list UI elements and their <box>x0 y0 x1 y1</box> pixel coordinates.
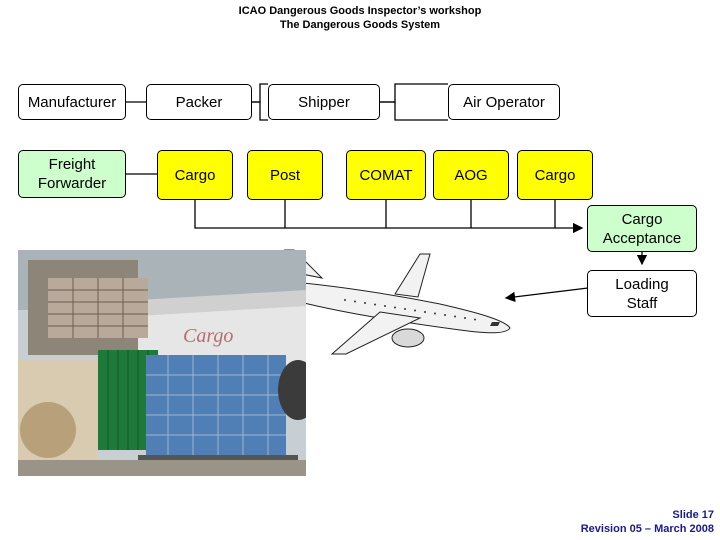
airplane-cockpit-window <box>490 322 500 326</box>
manufacturer-label: Manufacturer <box>27 93 117 111</box>
freight-forwarder-box: Freight Forwarder <box>18 150 126 198</box>
connector-bus-to-acceptance <box>194 200 584 234</box>
connector-shipper-air-operator-top <box>380 83 448 103</box>
loading-staff-box: Loading Staff <box>587 270 697 317</box>
comat-box: COMAT <box>346 150 426 200</box>
packer-box: Packer <box>146 84 252 120</box>
post-box: Post <box>247 150 323 200</box>
cargo-loading-photo-art: Cargo <box>18 250 306 476</box>
connector-loading-airplane <box>504 287 589 303</box>
revision-label: Revision 05 – March 2008 <box>580 523 714 535</box>
packer-label: Packer <box>175 93 223 111</box>
slide-footer: Slide 17 Revision 05 – March 2008 <box>581 508 714 536</box>
cargo-right-label: Cargo <box>534 166 576 184</box>
cargo-left-label: Cargo <box>174 166 216 184</box>
cargo-acceptance-label: Cargo Acceptance <box>602 210 682 247</box>
cargo-lettering: Cargo <box>183 325 233 347</box>
cargo-acceptance-box: Cargo Acceptance <box>587 205 697 252</box>
airplane-illustration <box>262 249 511 355</box>
connector-packer-shipper-bottom <box>252 101 268 121</box>
post-label: Post <box>269 166 300 184</box>
comat-label: COMAT <box>359 166 413 184</box>
aog-box: AOG <box>433 150 509 200</box>
air-operator-label: Air Operator <box>463 93 545 111</box>
airplane-engine <box>391 328 425 348</box>
slide-header: ICAO Dangerous Goods Inspector’s worksho… <box>0 4 720 32</box>
slide-number: Slide 17 <box>672 509 714 521</box>
cargo-box-left: Cargo <box>157 150 233 200</box>
freight-forwarder-label: Freight Forwarder <box>37 156 107 192</box>
cargo-box-right: Cargo <box>517 150 593 200</box>
connector-shipper-air-operator-bottom <box>380 101 448 121</box>
manufacturer-box: Manufacturer <box>18 84 126 120</box>
airplane-windows <box>344 299 476 321</box>
aog-label: AOG <box>454 166 488 184</box>
airplane-far-wing <box>394 253 431 298</box>
shipper-label: Shipper <box>298 93 350 111</box>
airplane-near-wing <box>330 311 422 355</box>
loading-staff-label: Loading Staff <box>615 275 669 312</box>
shipper-box: Shipper <box>268 84 380 120</box>
slide-subtitle: The Dangerous Goods System <box>279 19 441 31</box>
connector-packer-shipper-top <box>252 83 268 103</box>
slide-title: ICAO Dangerous Goods Inspector’s worksho… <box>238 5 482 17</box>
cargo-loading-photo: Cargo <box>18 250 306 476</box>
air-operator-box: Air Operator <box>448 84 560 120</box>
